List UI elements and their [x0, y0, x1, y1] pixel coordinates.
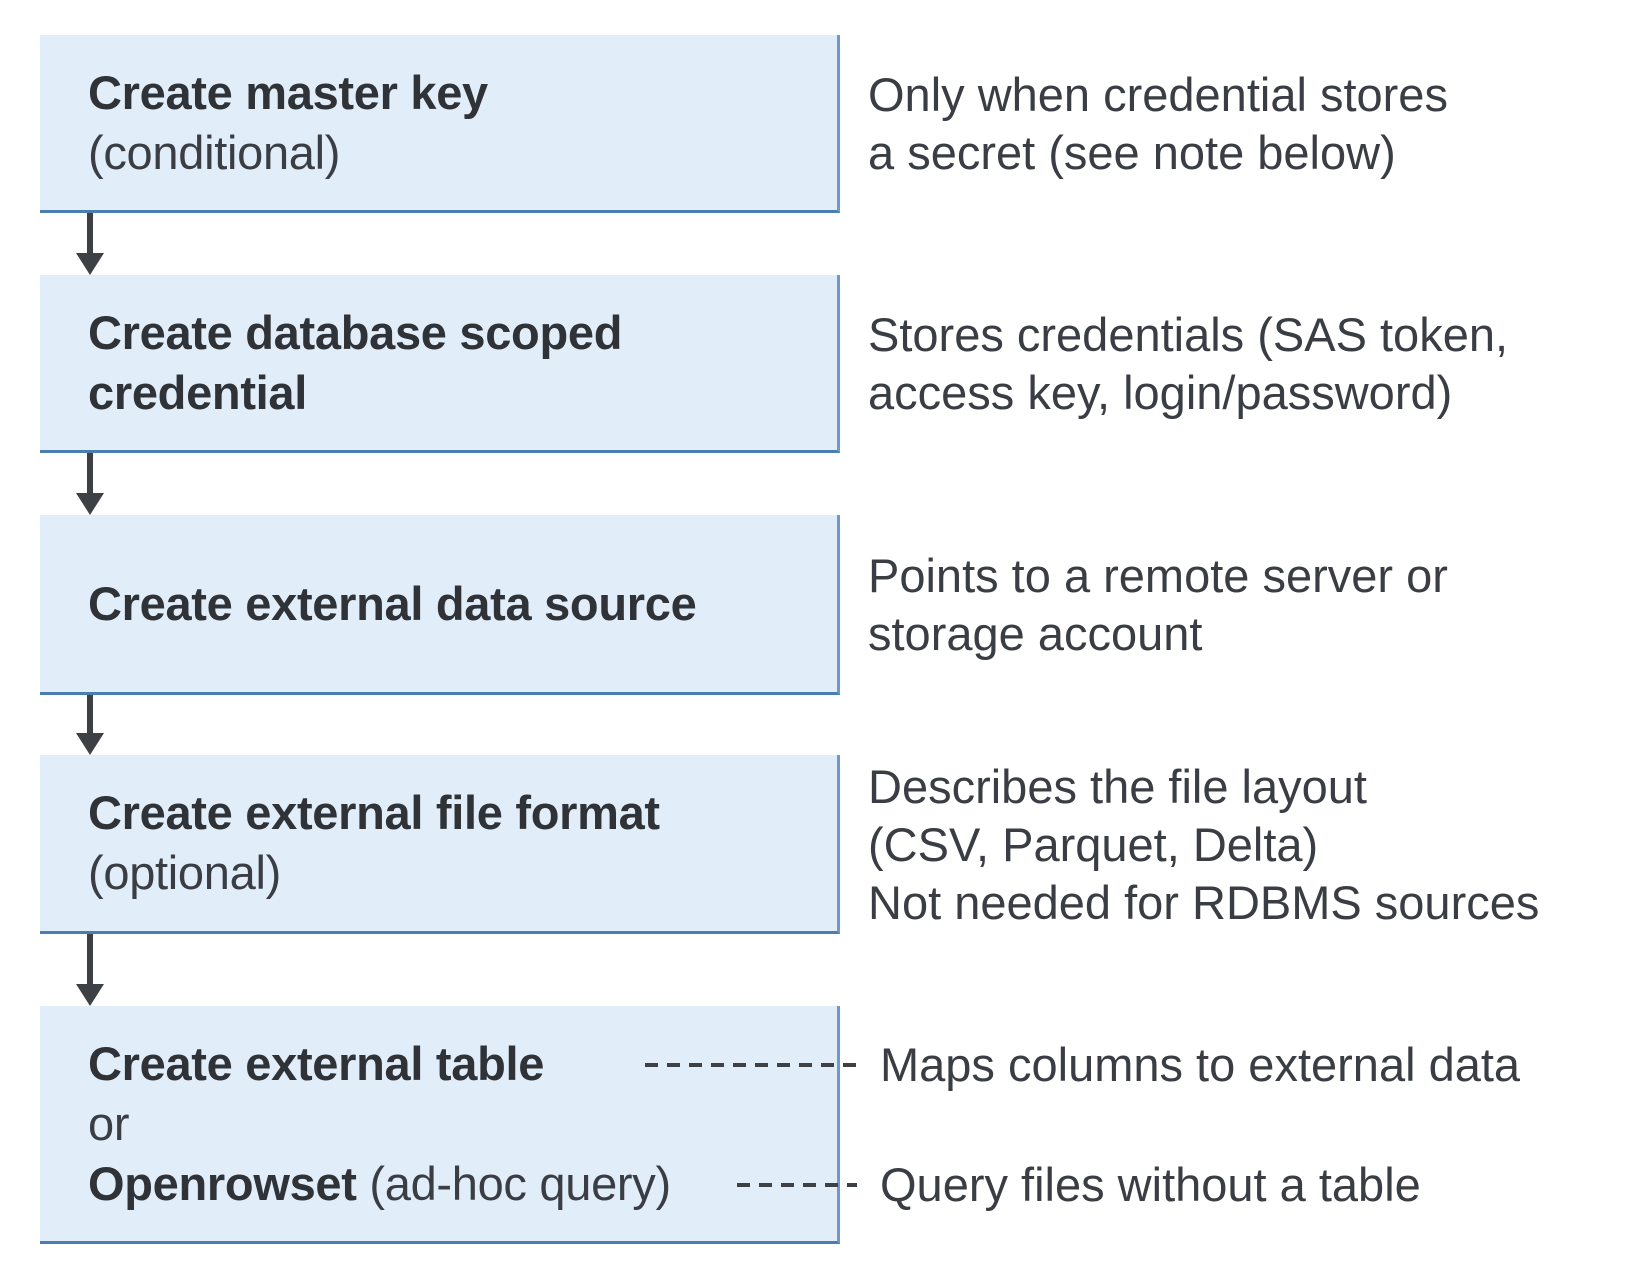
note-line: Maps columns to external data	[880, 1038, 1521, 1091]
step-note-database-scoped-credential: Stores credentials (SAS token, access ke…	[868, 275, 1508, 453]
note-line: Query files without a table	[880, 1158, 1421, 1211]
step-title: Create master key	[88, 65, 488, 119]
step-box-create-external-table-or-openrowset: Create external table or Openrowset (ad-…	[40, 1006, 840, 1244]
openrowset-qualifier: (ad-hoc query)	[369, 1156, 671, 1210]
openrowset-label: Openrowset	[88, 1156, 357, 1210]
note-line: Not needed for RDBMS sources	[868, 875, 1540, 929]
step-title: Create database scoped credential	[88, 305, 623, 419]
note-line: a secret (see note below)	[868, 126, 1396, 179]
note-line: Stores credentials (SAS token,	[868, 308, 1509, 361]
step-note-master-key: Only when credential stores a secret (se…	[868, 35, 1448, 213]
note-line: access key, login/password)	[868, 366, 1453, 419]
step-conjunction: or	[88, 1096, 130, 1150]
step-box-create-database-scoped-credential: Create database scoped credential	[40, 275, 840, 453]
step-alt-title: Openrowset (ad-hoc query)	[88, 1154, 829, 1214]
step-box-create-external-file-format: Create external file format (optional)	[40, 755, 840, 934]
note-external-table: Maps columns to external data	[880, 1036, 1520, 1094]
note-line: storage account	[868, 607, 1203, 660]
note-line: Points to a remote server or	[868, 549, 1448, 602]
note-line: (CSV, Parquet, Delta)	[868, 817, 1319, 871]
note-line: Describes the file layout	[868, 759, 1367, 813]
note-openrowset: Query files without a table	[880, 1156, 1421, 1214]
step-qualifier: (conditional)	[88, 125, 341, 179]
step-title: Create external table	[88, 1036, 545, 1090]
step-box-create-external-data-source: Create external data source	[40, 515, 840, 695]
step-note-external-data-source: Points to a remote server or storage acc…	[868, 515, 1448, 695]
dashed-connector-openrowset	[737, 1183, 857, 1187]
step-note-external-file-format: Describes the file layout (CSV, Parquet,…	[868, 755, 1539, 934]
flow-arrow-down-4	[76, 934, 104, 1006]
step-title: Create external file format	[88, 786, 660, 839]
flow-arrow-down-1	[76, 213, 104, 275]
flow-arrow-down-2	[76, 453, 104, 515]
flow-arrow-down-3	[76, 695, 104, 755]
dashed-connector-external-table	[645, 1063, 857, 1067]
step-qualifier: (optional)	[88, 846, 281, 899]
step-box-create-master-key: Create master key (conditional)	[40, 35, 840, 213]
note-line: Only when credential stores	[868, 68, 1448, 121]
step-title: Create external data source	[88, 576, 697, 630]
